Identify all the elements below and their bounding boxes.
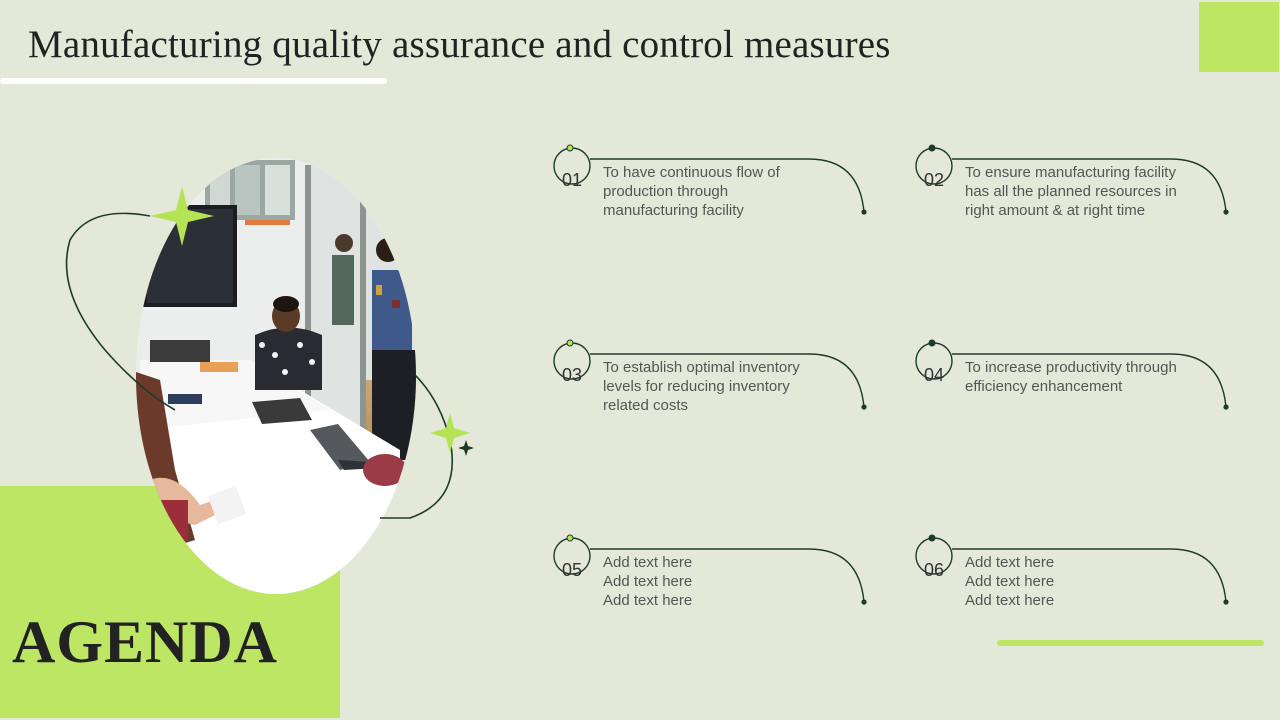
item-number: 03 xyxy=(561,365,583,385)
item-text-line: has all the planned resources in xyxy=(965,183,1177,200)
title-underline xyxy=(0,78,387,84)
item-connector-line xyxy=(915,144,1229,215)
item-number: 02 xyxy=(923,170,945,190)
item-text-line: Add text here xyxy=(965,554,1055,571)
item-text-line: levels for reducing inventory xyxy=(603,378,790,395)
item-text-line: production through xyxy=(603,183,729,200)
item-text-line: To have continuous flow of xyxy=(603,164,780,181)
item-text-line: Add text here xyxy=(603,592,693,609)
item-text-line: To ensure manufacturing facility xyxy=(965,164,1176,181)
item-text-line: manufacturing facility xyxy=(603,202,744,219)
agenda-item-03: 03 To establish optimal inventory levels f… xyxy=(553,339,884,423)
item-text-line: related costs xyxy=(603,397,689,414)
corner-accent-square xyxy=(1199,2,1279,72)
agenda-item-02: 02 To ensure manufacturing facility has al… xyxy=(915,144,1246,228)
item-connector-line xyxy=(553,339,867,410)
item-text: To ensure manufacturing facility has all … xyxy=(965,163,1190,220)
item-text: To have continuous flow of production thr… xyxy=(603,163,828,220)
item-text-line: To establish optimal inventory xyxy=(603,359,800,376)
item-text-line: Add text here xyxy=(965,592,1055,609)
item-connector-line xyxy=(553,144,867,215)
item-number: 05 xyxy=(561,560,583,580)
item-connector-line xyxy=(915,534,1229,605)
item-number: 06 xyxy=(923,560,945,580)
agenda-item-01: 01 To have continuous flow of production t… xyxy=(553,144,884,228)
item-text-line: Add text here xyxy=(603,554,693,571)
bottom-accent-bar xyxy=(997,640,1264,646)
agenda-title: AGENDA xyxy=(12,609,279,675)
page-title: Manufacturing quality assurance and cont… xyxy=(28,23,891,66)
agenda-item-04: 04 To increase productivity through effici… xyxy=(915,339,1246,423)
item-connector-line xyxy=(915,339,1229,410)
item-text: To increase productivity through efficien… xyxy=(965,358,1190,396)
item-number: 01 xyxy=(561,170,583,190)
item-text-line: Add text here xyxy=(603,573,693,590)
item-text-line: right amount & at right time xyxy=(965,202,1146,219)
item-connector-line xyxy=(553,534,867,605)
item-text-line: efficiency enhancement xyxy=(965,378,1123,395)
item-number: 04 xyxy=(923,365,945,385)
item-text-line: Add text here xyxy=(965,573,1055,590)
item-text-line: To increase productivity through xyxy=(965,359,1177,376)
item-text: To establish optimal inventory levels for… xyxy=(603,358,828,415)
